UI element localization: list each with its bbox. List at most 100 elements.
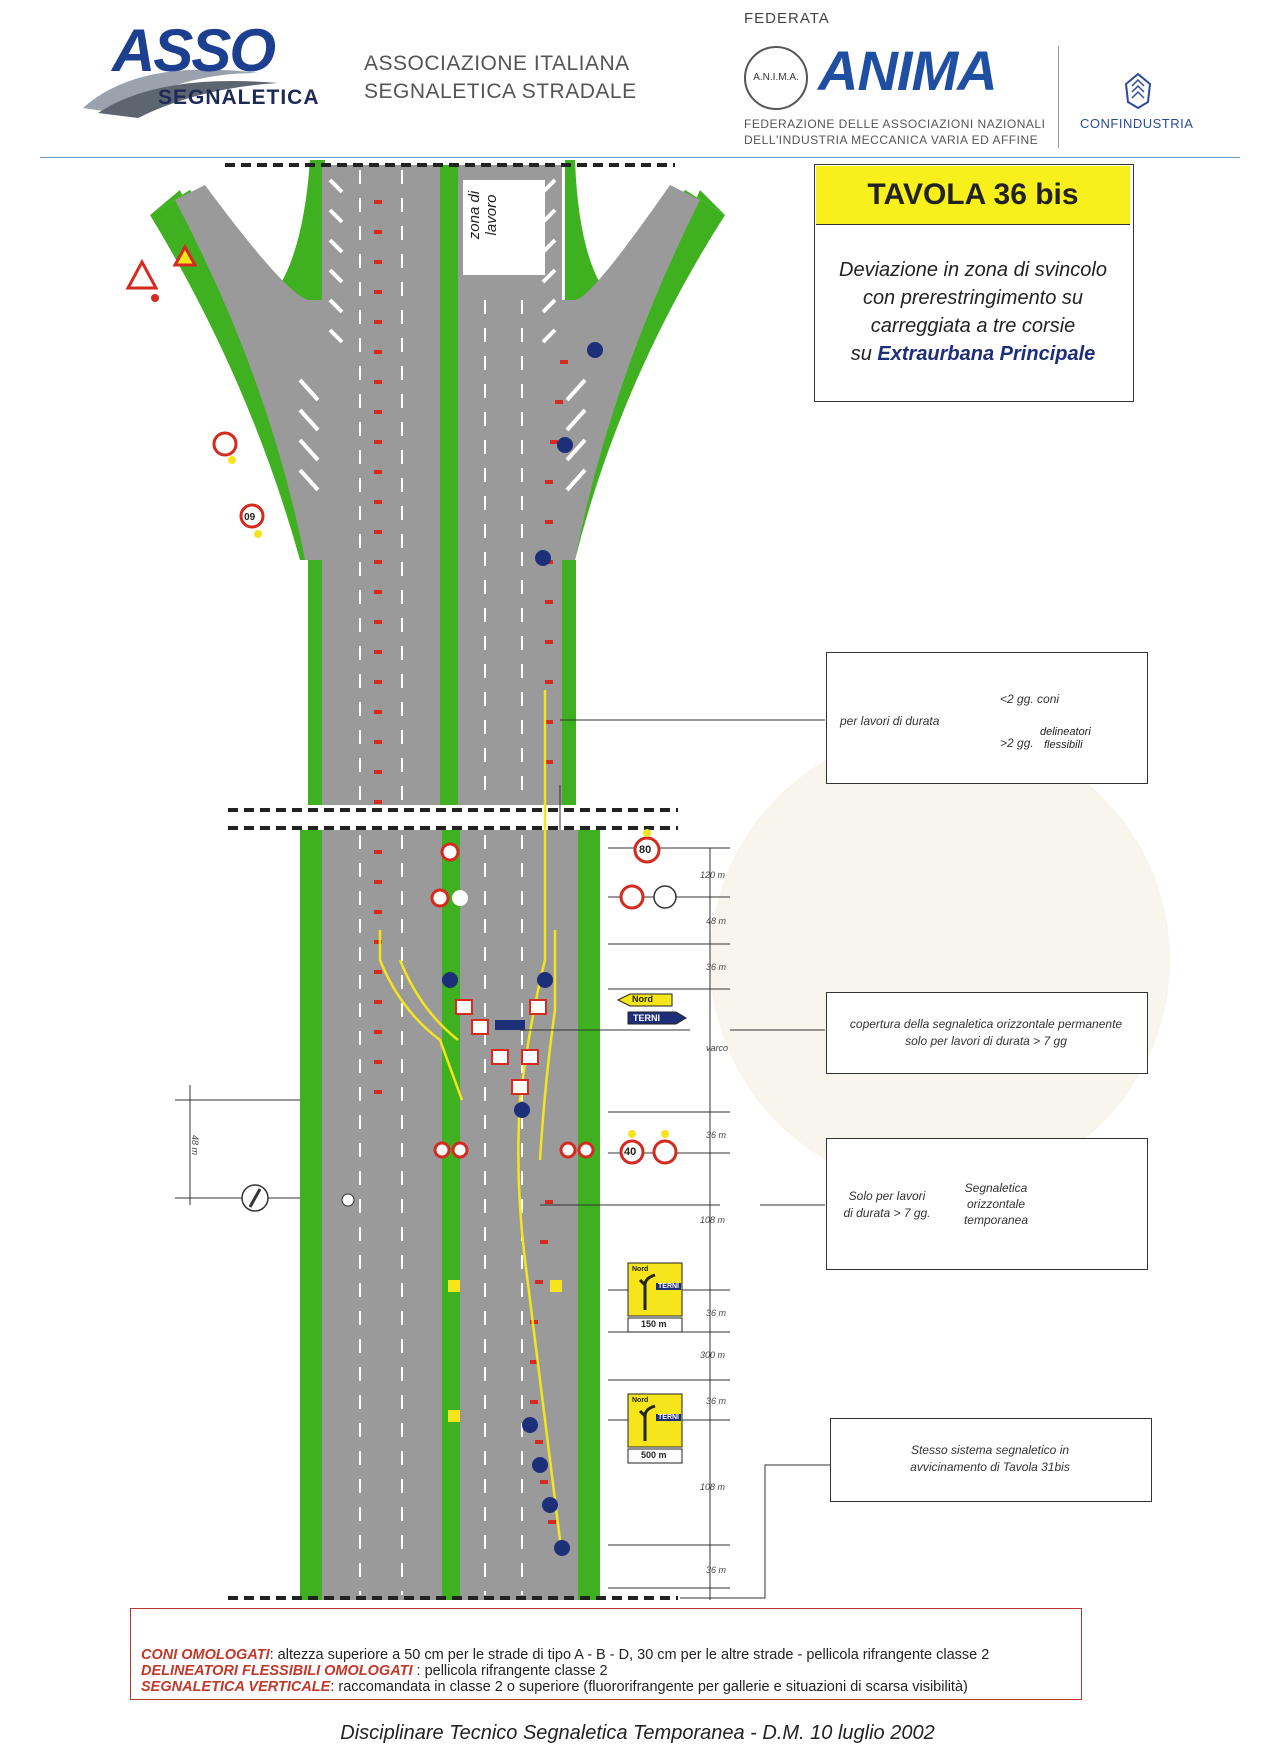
- no-overtaking-sign-icon: [212, 431, 238, 457]
- lamp-icon: [341, 1193, 355, 1207]
- asso-logo-text: ASSO: [112, 17, 276, 84]
- temporary-yellow-squares: [448, 1280, 562, 1422]
- flashing-lights: [228, 456, 669, 1138]
- asso-logo-sub: SEGNALETICA: [158, 86, 320, 109]
- anima-badge: A.N.I.M.A.: [744, 46, 808, 110]
- lane-dashes: [359, 170, 523, 1595]
- confindustria-label: CONFINDUSTRIA: [1080, 116, 1194, 131]
- legend-long: >2 gg.: [1000, 736, 1034, 750]
- distance-label: varco: [706, 1043, 729, 1053]
- no-overtaking-icon: [652, 1139, 678, 1165]
- legend-connectors: [520, 719, 830, 1599]
- sign2-distance: 500 m: [641, 1450, 667, 1460]
- legend-temp-right: Segnaletica orizzontale temporanea: [963, 1181, 1029, 1227]
- distance-label: 36 m: [706, 1396, 727, 1406]
- header-rule: [40, 157, 1240, 158]
- end-restriction-icon: [452, 890, 468, 906]
- anima-logo: ANIMA: [818, 39, 998, 102]
- right-ramp-grass-outer: [555, 190, 725, 560]
- distance-label: 48 m: [706, 916, 727, 926]
- footer-text: Disciplinare Tecnico Segnaletica Tempora…: [340, 1722, 935, 1744]
- legend-temp-box: [826, 1138, 1148, 1270]
- left-distance-scale: [175, 1085, 300, 1205]
- sign2-nord: Nord: [632, 1397, 649, 1404]
- legend-duration-label: per lavori di durata: [840, 714, 940, 728]
- anima-subtitle: FEDERAZIONE DELLE ASSOCIAZIONI NAZIONALI…: [744, 116, 1045, 148]
- header-divider: [1058, 46, 1059, 148]
- narrowing-warning-icon: [172, 243, 198, 267]
- carriageway-lower-left: [322, 830, 442, 1600]
- speed-limit-40-icon: [619, 1139, 645, 1165]
- legend-same-text: Stesso sistema segnaletico in avviciname…: [910, 1443, 1070, 1474]
- roadworks-warning-icon: [125, 258, 159, 290]
- association-line1: ASSOCIAZIONE ITALIANA: [364, 52, 630, 75]
- right-ramp-asphalt: [560, 185, 700, 560]
- sign2-terni: TERNI: [656, 1414, 681, 1421]
- left-ramp-asphalt: [175, 185, 325, 560]
- distance-label: 120 m: [700, 870, 726, 880]
- association-line2: SEGNALETICA STRADALE: [364, 80, 637, 103]
- chevron-hatch-right: [541, 178, 587, 492]
- tavola-description: Deviazione in zona di svincolo con prere…: [816, 256, 1130, 368]
- distance-label: 108 m: [700, 1482, 726, 1492]
- sign1-terni: TERNI: [656, 1283, 681, 1290]
- no-overtaking-trucks-icon: [619, 884, 645, 910]
- legend-same-box: [830, 1418, 1152, 1502]
- background-halo: [710, 730, 1170, 1190]
- note-segnaletica: SEGNALETICA VERTICALE: raccomandata in c…: [141, 1679, 968, 1695]
- association-name: ASSOCIAZIONE ITALIANA SEGNALETICA STRADA…: [364, 50, 637, 106]
- legend-temp-left: Solo per lavori di durata > 7 gg.: [843, 1189, 931, 1220]
- tavola-title: TAVOLA 36 bis: [816, 166, 1130, 225]
- distance-label: 108 m: [700, 1215, 726, 1225]
- notes-box: CONI OMOLOGATI: altezza superiore a 50 c…: [130, 1608, 1082, 1700]
- distance-label: 36 m: [706, 1308, 727, 1318]
- carriageway-lower-right: [460, 830, 578, 1600]
- section-break-lines: [225, 163, 678, 1600]
- end-no-overtaking-icon: [653, 885, 677, 909]
- speed-limit-80-icon: [633, 836, 661, 864]
- distance-label: 36 m: [706, 1130, 727, 1140]
- anima-line2: DELL'INDUSTRIA MECCANICA VARIA ED AFFINE: [744, 133, 1039, 147]
- median-upper: [440, 165, 458, 805]
- left-distance-label: 48 m: [190, 1134, 201, 1156]
- work-zone-box: [463, 180, 545, 275]
- legend-cover-box: [826, 992, 1148, 1074]
- sign1-distance: 150 m: [641, 1319, 667, 1329]
- tavola-desc-line1: Deviazione in zona di svincolo: [839, 259, 1107, 281]
- federata-label: FEDERATA: [744, 10, 830, 27]
- left-ramp-grass-outer: [150, 190, 322, 560]
- right-verge-upper: [562, 560, 576, 805]
- note-delineatori: DELINEATORI FLESSIBILI OMOLOGATI : pelli…: [141, 1663, 608, 1679]
- keep-direction-signs: [442, 342, 603, 1556]
- left-verge-upper: [308, 560, 322, 805]
- nord-direction-sign-icon: [616, 993, 673, 1007]
- cone-row-left: [374, 200, 382, 1094]
- distance-label: 300 m: [700, 1350, 726, 1360]
- terni-text: TERNI: [633, 1013, 660, 1023]
- speed-40-text: 40: [624, 1146, 637, 1158]
- speed-80-text: 80: [639, 844, 652, 856]
- warning-light-icon: [151, 294, 159, 302]
- legend-short: <2 gg. coni: [1000, 692, 1060, 706]
- restriction-signs-lower: [430, 842, 595, 1159]
- sign1-nord: Nord: [632, 1266, 649, 1273]
- speed-60-text: 60: [244, 510, 256, 521]
- distance-label: 36 m: [706, 1565, 727, 1575]
- chevron-deflection-signs: [455, 999, 547, 1095]
- legend-long-item: delineatori flessibili: [1040, 726, 1091, 751]
- terni-direction-sign-icon: [627, 1011, 687, 1025]
- confindustria-eagle-icon: [1124, 72, 1152, 110]
- legend-duration-box: [826, 652, 1148, 784]
- tavola-desc-line4: su Extraurbana Principale: [850, 343, 1096, 365]
- distance-label: 36 m: [706, 962, 727, 972]
- note-coni: CONI OMOLOGATI: altezza superiore a 50 c…: [141, 1647, 990, 1663]
- speed-limit-sign-icon: [239, 503, 265, 529]
- work-zone-label: zona di lavoro: [466, 190, 500, 240]
- road-swoosh-icon: [83, 69, 278, 118]
- notes-content: CONI OMOLOGATI: altezza superiore a 50 c…: [131, 1609, 1081, 1695]
- chevron-hatch-left: [298, 178, 344, 492]
- tavola-desc-line3: carreggiata a tre corsie: [870, 315, 1076, 337]
- nord-text: Nord: [632, 994, 653, 1004]
- legend-cover-text: copertura della segnaletica orizzontale …: [849, 1017, 1123, 1048]
